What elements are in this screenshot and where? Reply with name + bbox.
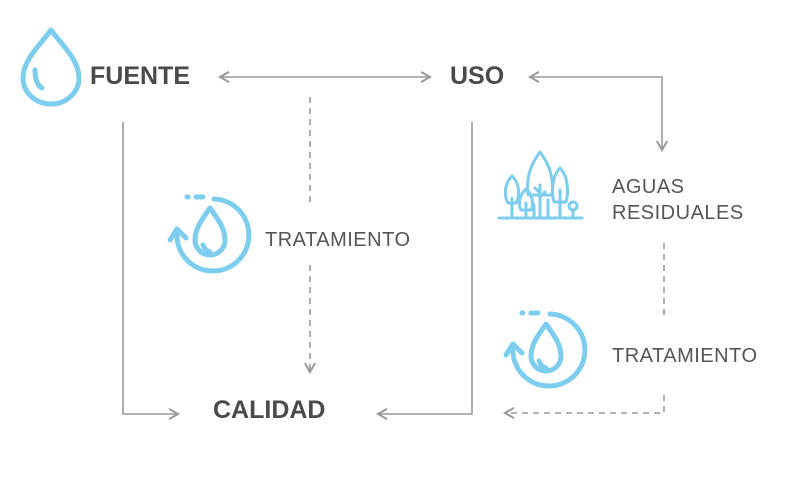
node-calidad: CALIDAD — [213, 396, 326, 424]
node-tratamiento-left: TRATAMIENTO — [265, 229, 411, 251]
water-recycle-icon — [503, 310, 588, 389]
water-recycle-icon — [167, 194, 252, 274]
node-tratamiento-right: TRATAMIENTO — [612, 345, 758, 367]
node-uso: USO — [450, 62, 505, 90]
arrow-fuente-calidad — [122, 122, 181, 421]
arrow-uso-calidad — [375, 122, 473, 421]
water-drop-icon — [20, 27, 82, 107]
arrow-uso-aguas — [527, 70, 669, 153]
node-aguas-line1: AGUAS — [612, 176, 685, 198]
dashed-tratamiento-calidad-right — [502, 395, 665, 420]
trees-icon — [497, 150, 584, 220]
node-fuente: FUENTE — [90, 62, 190, 90]
node-aguas-line2: RESIDUALES — [612, 202, 744, 224]
